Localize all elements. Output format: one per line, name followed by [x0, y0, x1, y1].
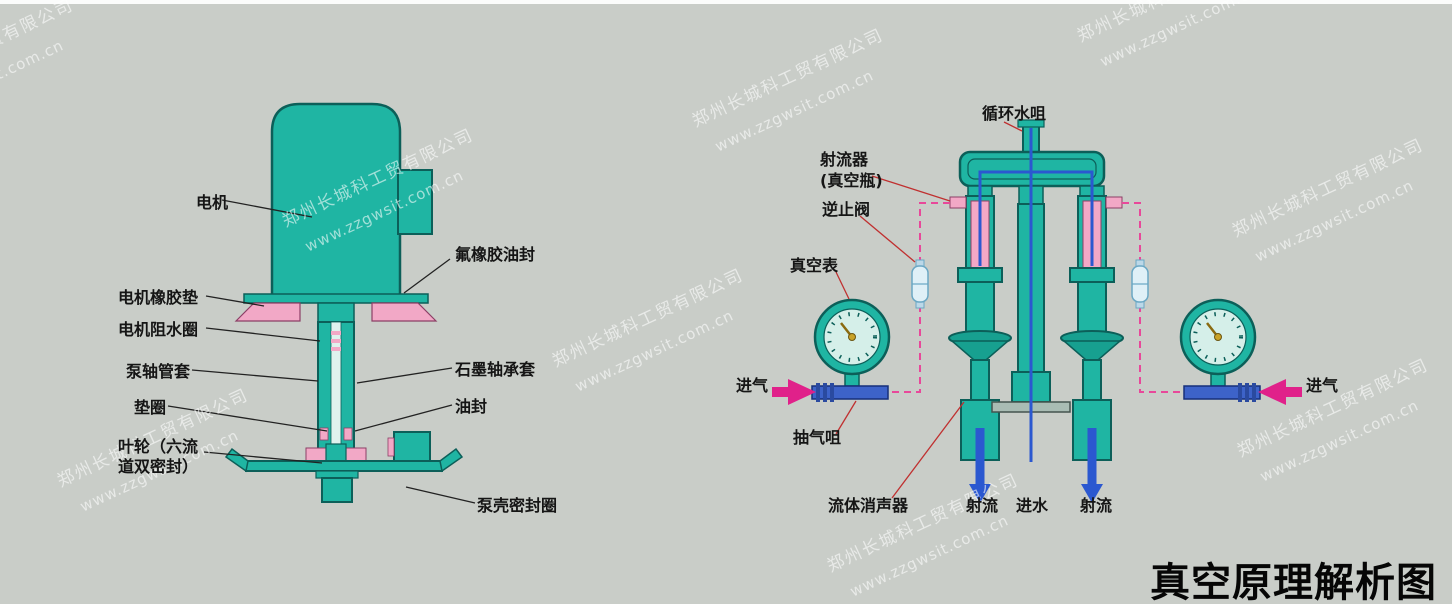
vacuum-leader-lines	[835, 121, 1023, 499]
pump-neck	[317, 302, 355, 323]
pump-base-plate	[243, 293, 429, 304]
label-air-inlet-left: 进气	[736, 376, 769, 395]
check-valve-left	[911, 259, 929, 309]
label-graphite-bearing: 石墨轴承套	[455, 360, 536, 379]
jet-arrow-left	[969, 428, 991, 503]
pump-volute-plate	[245, 460, 443, 472]
pump-rubber-pad-right	[371, 302, 438, 322]
label-fluoro-oil-seal: 氟橡胶油封	[455, 245, 536, 264]
label-jet-right: 射流	[1080, 496, 1113, 515]
pump-discharge-nozzle	[321, 477, 353, 503]
label-washer: 垫圈	[134, 398, 167, 417]
label-jet-device-line2: (真空瓶)	[820, 170, 883, 190]
pump-motor-body	[270, 102, 402, 304]
pump-oil-seal-left	[319, 427, 329, 441]
label-circulating-nozzle: 循环水咀	[982, 104, 1047, 123]
vacuum-port-right	[1105, 196, 1123, 209]
top-edge-strip	[0, 0, 1452, 4]
air-inlet-arrow-left	[772, 379, 816, 405]
label-fluid-muffler: 流体消声器	[828, 496, 909, 515]
label-jet-left: 射流	[966, 496, 999, 515]
label-air-inlet-right: 进气	[1306, 376, 1339, 395]
label-water-inlet: 进水	[1016, 496, 1049, 515]
pump-impeller-left	[305, 447, 327, 462]
vacuum-dashed-right	[1122, 202, 1186, 393]
vacuum-port-left	[949, 196, 967, 209]
label-motor: 电机	[196, 193, 229, 212]
label-check-valve: 逆止阀	[822, 200, 871, 219]
label-jet-device-line1: 射流器	[820, 150, 869, 169]
air-inlet-arrow-right	[1258, 379, 1302, 405]
pump-junction-box	[397, 169, 433, 235]
label-shaft-sleeve: 泵轴管套	[126, 362, 191, 381]
water-flow-lines	[978, 128, 1094, 462]
label-impeller: 叶轮（六流道双密封）	[118, 437, 199, 476]
pump-oil-seal-right	[343, 427, 353, 441]
label-oil-seal: 油封	[455, 397, 488, 416]
pump-rubber-pad-left	[234, 302, 301, 322]
pump-diagram	[167, 102, 476, 504]
label-jet-device: 射流器 (真空瓶)	[820, 150, 883, 192]
jet-arrow-right	[1081, 428, 1103, 503]
pump-impeller-hub	[325, 443, 347, 462]
diagram-title: 真空原理解析图	[1150, 560, 1437, 604]
vacuum-diagram	[772, 119, 1302, 503]
label-suction-nozzle: 抽气咀	[793, 428, 842, 447]
vacuum-gauge-left	[811, 298, 891, 402]
label-vacuum-gauge: 真空表	[790, 256, 839, 275]
pump-leader-lines	[167, 199, 476, 504]
vacuum-gauge-right	[1179, 298, 1261, 402]
label-motor-rubber-pad: 电机橡胶垫	[118, 288, 199, 307]
check-valve-right	[1131, 259, 1149, 309]
pump-impeller-right	[345, 447, 367, 462]
pump-side-port	[393, 431, 431, 463]
label-motor-water-ring: 电机阻水圈	[118, 320, 199, 339]
label-casing-seal: 泵壳密封圈	[477, 496, 558, 515]
